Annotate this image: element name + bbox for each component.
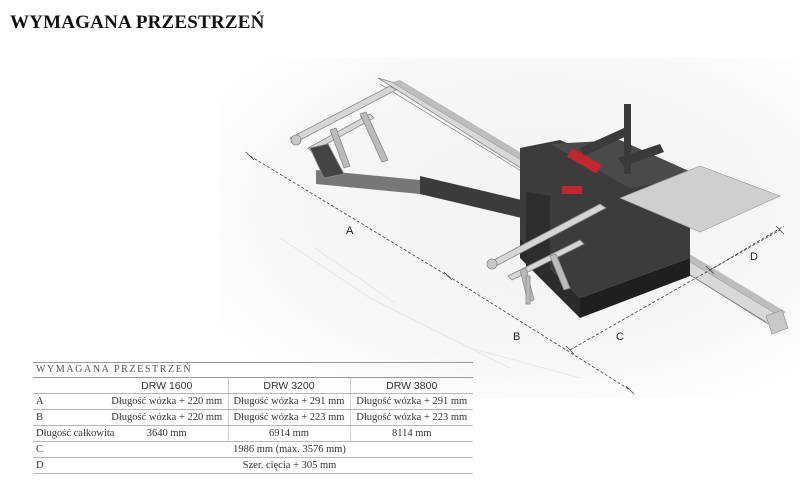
row-label: D xyxy=(33,457,106,474)
table-row: D Szer. cięcia + 305 mm xyxy=(33,457,473,474)
table-header-row: DRW 1600 DRW 3200 DRW 3800 xyxy=(33,378,473,394)
table-cell: Długość wózka + 223 mm xyxy=(349,409,473,426)
row-label: Długość całkowita xyxy=(33,425,114,442)
dimension-b-label: B xyxy=(513,331,520,343)
row-label: C xyxy=(33,441,106,458)
support-arm xyxy=(316,170,550,274)
page-title: WYMAGANA PRZESTRZEŃ xyxy=(10,12,265,33)
right-extension-table xyxy=(619,165,781,233)
overhead-guard-arm xyxy=(580,104,664,174)
table-cell: Długość wózka + 223 mm xyxy=(227,409,350,426)
illustration-background xyxy=(220,58,800,398)
table-cell: Długość wózka + 220 mm xyxy=(106,409,228,426)
header-drw-3800: DRW 3800 xyxy=(349,378,473,394)
dimension-d-label: D xyxy=(750,251,758,263)
table-row: A Długość wózka + 220 mm Długość wózka +… xyxy=(33,393,473,410)
header-drw-3200: DRW 3200 xyxy=(227,378,350,394)
crosscut-fence-left xyxy=(289,85,397,179)
table-cell: 3640 mm xyxy=(106,425,228,442)
table-row: Długość całkowita 3640 mm 6914 mm 8114 m… xyxy=(33,425,473,442)
table-cell: Długość wózka + 291 mm xyxy=(349,393,473,410)
dimension-ticks xyxy=(245,151,785,395)
row-label: B xyxy=(33,409,106,426)
floor-reflection xyxy=(279,237,581,379)
blade-guard xyxy=(562,147,602,194)
machine-drawing-svg: A B C D xyxy=(220,58,800,398)
table-cell-merged: Szer. cięcia + 305 mm xyxy=(106,457,473,474)
dimension-c-label: C xyxy=(616,331,624,343)
table-cell: Długość wózka + 220 mm xyxy=(106,393,228,410)
table-caption: WYMAGANA PRZESTRZEŃ xyxy=(36,364,193,375)
table-cell: 6914 mm xyxy=(227,425,350,442)
table-row: B Długość wózka + 220 mm Długość wózka +… xyxy=(33,409,473,426)
machine-illustration: A B C D xyxy=(220,48,800,408)
table-caption-rule xyxy=(33,377,473,378)
dimension-lines xyxy=(249,155,785,391)
table-row: C 1986 mm (max. 3576 mm) xyxy=(33,441,473,458)
table-top-rule xyxy=(33,362,473,363)
table-cell: Długość wózka + 291 mm xyxy=(227,393,350,410)
crosscut-fence-right xyxy=(486,203,607,305)
header-empty xyxy=(33,378,106,394)
header-drw-1600: DRW 1600 xyxy=(106,378,228,394)
space-requirements-table: DRW 1600 DRW 3200 DRW 3800 A Długość wóz… xyxy=(33,378,473,474)
table-cell-merged: 1986 mm (max. 3576 mm) xyxy=(106,441,473,458)
dimension-a-label: A xyxy=(346,225,354,237)
row-label: A xyxy=(33,393,106,410)
table-cell: 8114 mm xyxy=(349,425,473,442)
